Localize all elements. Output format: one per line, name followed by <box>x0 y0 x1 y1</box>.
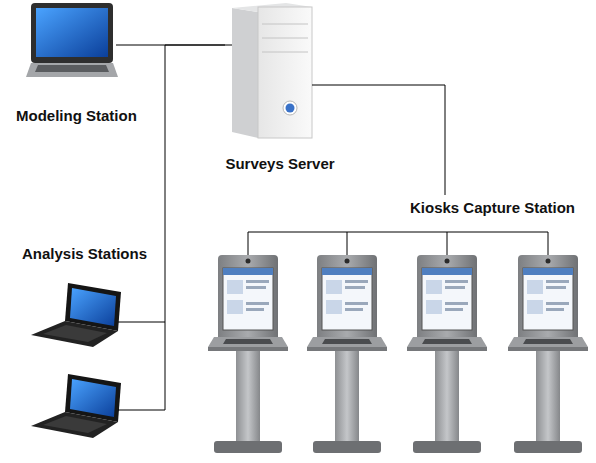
tower-front <box>258 7 312 138</box>
wire <box>118 322 165 323</box>
network-link <box>165 45 225 410</box>
kiosk-icon <box>208 255 288 453</box>
drive-bay <box>262 24 308 25</box>
power-ring <box>283 101 297 115</box>
network-node: Kiosks Capture Station <box>205 195 595 463</box>
network-node: Analysis Stations <box>18 240 165 445</box>
node-label: Analysis Stations <box>22 245 147 263</box>
laptop-icon <box>31 374 121 438</box>
wire <box>347 232 348 255</box>
laptop-lid <box>31 3 113 63</box>
tower-side <box>232 8 258 138</box>
wire <box>116 45 165 46</box>
laptop-icon <box>31 283 121 347</box>
server-icon <box>232 3 312 138</box>
laptop-base <box>26 63 118 77</box>
laptop-screen <box>36 8 108 57</box>
drive-bay <box>262 52 308 53</box>
network-node: Surveys Server <box>225 3 335 175</box>
wire <box>447 232 448 255</box>
bus-wire <box>248 232 548 255</box>
wire <box>312 85 335 86</box>
wire <box>118 410 165 411</box>
network-node: Modeling Station <box>15 3 165 131</box>
node-label: Surveys Server <box>225 155 335 173</box>
laptop-keyboard <box>35 65 109 72</box>
drive-bay <box>262 38 308 39</box>
network-link <box>165 45 225 46</box>
kiosk-icon <box>508 255 588 453</box>
node-label: Kiosks Capture Station <box>410 199 575 217</box>
kiosk-icon <box>407 255 487 453</box>
network-link <box>335 85 445 195</box>
node-label: Modeling Station <box>16 107 137 125</box>
power-button <box>286 104 295 113</box>
netbook-icon <box>26 3 118 77</box>
wire <box>225 45 232 46</box>
kiosk-icon <box>307 255 387 453</box>
